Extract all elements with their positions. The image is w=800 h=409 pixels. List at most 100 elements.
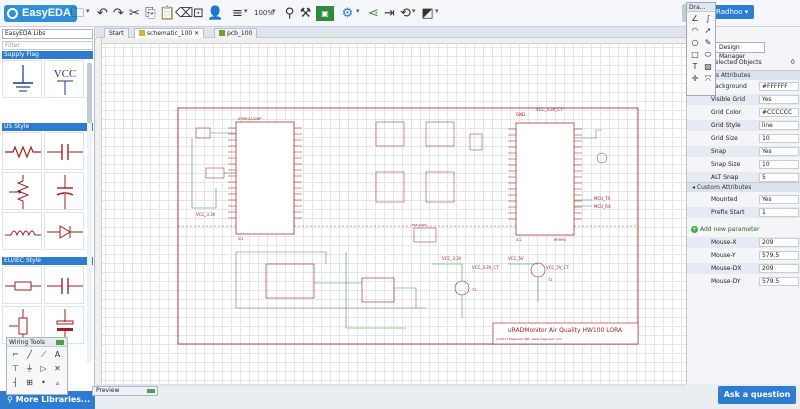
undo-icon[interactable]: ↶ bbox=[97, 6, 108, 21]
library-select[interactable]: EasyEDA Libs bbox=[2, 29, 93, 39]
pin-tool-icon[interactable]: ┤ bbox=[13, 378, 18, 387]
chevron-down-icon[interactable]: ▾ bbox=[435, 7, 439, 15]
ask-question-button[interactable]: Ask a question bbox=[718, 386, 796, 404]
property-value[interactable]: 209 bbox=[759, 238, 799, 247]
share-icon[interactable]: ⋖ bbox=[368, 6, 379, 21]
property-value[interactable]: Yes bbox=[759, 195, 799, 204]
settings-icon[interactable]: ⚙ bbox=[341, 6, 354, 21]
text-icon[interactable]: T bbox=[692, 62, 698, 71]
resistor-eu-symbol[interactable] bbox=[2, 266, 42, 304]
library-scrollbar[interactable] bbox=[87, 63, 92, 363]
resistor-us-symbol[interactable] bbox=[2, 132, 42, 170]
junction-icon[interactable]: • bbox=[41, 378, 46, 387]
schematic-drawing[interactable]: uRADMonitor Air Quality HW100 LORA (C)20… bbox=[96, 38, 686, 384]
bezier-icon[interactable]: ∫ bbox=[705, 14, 711, 23]
net-label-icon[interactable]: A bbox=[54, 350, 61, 359]
design-manager-button[interactable]: Design Manager bbox=[715, 42, 765, 60]
app-logo[interactable]: EasyEDA bbox=[4, 5, 77, 22]
chevron-down-icon[interactable]: ▾ bbox=[272, 7, 276, 15]
chevron-down-icon[interactable]: ▾ bbox=[412, 7, 416, 15]
canvas-horizontal-scrollbar[interactable] bbox=[96, 384, 686, 386]
preview-panel[interactable]: Preview bbox=[92, 386, 158, 396]
tab-start[interactable]: Start bbox=[104, 28, 129, 38]
property-value[interactable]: 209 bbox=[759, 264, 799, 273]
tab-schematic[interactable]: schematic_100 ✕ bbox=[134, 28, 205, 38]
arc-icon[interactable]: ◠ bbox=[691, 26, 699, 35]
cut-icon[interactable]: ✂ bbox=[129, 6, 140, 21]
redo-icon[interactable]: ↷ bbox=[113, 6, 124, 21]
user-menu-button[interactable]: Radhoo ▾ bbox=[710, 5, 755, 19]
text-icon[interactable]: ₐ bbox=[55, 378, 60, 387]
image-icon[interactable]: ▨ bbox=[704, 62, 712, 71]
property-value[interactable]: #FFFFFF bbox=[759, 82, 799, 91]
chevron-down-icon[interactable]: ▾ bbox=[356, 7, 360, 15]
wire-icon[interactable]: ⌐ bbox=[12, 350, 19, 359]
export-icon[interactable]: ⇥ bbox=[384, 6, 395, 21]
property-value[interactable]: #CCCCCC bbox=[759, 108, 799, 117]
zoom-level[interactable]: 100% bbox=[254, 9, 275, 17]
section-eu-iec-style[interactable]: EU/IEC Style bbox=[2, 257, 93, 265]
freehand-icon[interactable]: ✎ bbox=[704, 38, 712, 47]
vcc-symbol[interactable]: VCC bbox=[44, 60, 84, 98]
tab-pcb[interactable]: pcb_100 bbox=[214, 28, 258, 38]
rect-icon[interactable]: □ bbox=[691, 50, 699, 59]
more-libraries-button[interactable]: ⚲ More Libraries... bbox=[0, 391, 95, 409]
polarized-capacitor-symbol[interactable] bbox=[44, 172, 84, 210]
property-value[interactable]: line bbox=[759, 121, 799, 130]
circle-icon[interactable]: ○ bbox=[691, 38, 699, 47]
pin-icon[interactable] bbox=[56, 340, 64, 345]
section-us-style[interactable]: US Style bbox=[2, 123, 93, 131]
property-value[interactable]: 579.5 bbox=[759, 251, 799, 260]
pin-icon[interactable] bbox=[147, 389, 155, 393]
capacitor-eu-symbol[interactable] bbox=[44, 266, 84, 304]
folder-icon[interactable]: 🗀 bbox=[70, 6, 84, 21]
drawing-tools-title[interactable]: Dra... bbox=[687, 3, 715, 12]
schematic-canvas[interactable]: uRADMonitor Air Quality HW100 LORA (C)20… bbox=[96, 38, 686, 384]
copy-icon[interactable]: ⎘ bbox=[145, 6, 156, 21]
pcb-convert-icon[interactable]: ▣ bbox=[316, 6, 334, 21]
vcc-flag-icon[interactable]: ⊤ bbox=[12, 364, 19, 373]
property-value[interactable]: 579.5 bbox=[759, 277, 799, 286]
ellipse-icon[interactable]: ⬭ bbox=[704, 50, 712, 59]
wiring-tools-title[interactable]: Wiring Tools bbox=[7, 338, 67, 347]
crosshair-icon[interactable]: ✛ bbox=[691, 74, 699, 83]
bus-icon[interactable]: ╱ bbox=[27, 350, 32, 359]
theme-icon[interactable]: ◩ bbox=[421, 6, 434, 21]
property-value[interactable]: Yes bbox=[759, 147, 799, 156]
delete-icon[interactable]: ⌫ bbox=[175, 6, 194, 21]
library-filter-input[interactable]: Filter bbox=[2, 41, 93, 50]
inductor-symbol[interactable] bbox=[2, 212, 42, 250]
add-parameter-button[interactable]: +Add new parameter bbox=[691, 226, 760, 233]
net-port-icon[interactable]: ▷ bbox=[40, 364, 47, 373]
ground-flag-icon[interactable]: ⏚ bbox=[25, 364, 34, 373]
property-value[interactable]: Yes bbox=[759, 95, 799, 104]
arrow-icon[interactable]: ➚ bbox=[704, 26, 712, 35]
potentiometer-symbol[interactable] bbox=[2, 172, 42, 210]
ground-symbol[interactable] bbox=[2, 60, 42, 98]
chevron-down-icon[interactable]: ▾ bbox=[244, 7, 248, 15]
find-icon[interactable]: ⚲ bbox=[284, 6, 295, 21]
tools-icon[interactable]: ⚒ bbox=[299, 6, 312, 21]
no-connect-icon[interactable]: ✕ bbox=[54, 364, 61, 373]
lock-icon[interactable]: ⊡ bbox=[193, 6, 204, 21]
history-icon[interactable]: ⟲ bbox=[400, 6, 411, 21]
user-icon[interactable]: 👤 bbox=[207, 6, 224, 21]
diode-symbol[interactable] bbox=[44, 212, 84, 250]
polyline-icon[interactable]: ∠ bbox=[691, 14, 699, 23]
align-icon[interactable]: ≡ bbox=[232, 6, 243, 21]
voltage-regulator bbox=[361, 277, 395, 303]
scrollbar-thumb[interactable] bbox=[87, 63, 92, 123]
drag-icon[interactable]: ⤧ bbox=[704, 74, 712, 83]
custom-attributes-header[interactable]: ◂ Custom Attributes bbox=[687, 182, 800, 192]
property-value[interactable]: 1 bbox=[759, 208, 799, 217]
chevron-down-icon[interactable]: ▾ bbox=[86, 7, 90, 15]
bus-entry-icon[interactable]: ⟋ bbox=[40, 350, 47, 359]
property-value[interactable]: 10 bbox=[759, 134, 799, 143]
section-supply-flag[interactable]: Supply Flag bbox=[2, 51, 93, 59]
capacitor-symbol[interactable] bbox=[44, 132, 84, 170]
property-value[interactable]: 10 bbox=[759, 160, 799, 169]
paste-icon[interactable]: 📋 bbox=[159, 6, 176, 21]
group-icon[interactable]: ⊞ bbox=[26, 378, 33, 387]
wire bbox=[235, 252, 426, 309]
property-value[interactable]: 5 bbox=[759, 173, 799, 182]
